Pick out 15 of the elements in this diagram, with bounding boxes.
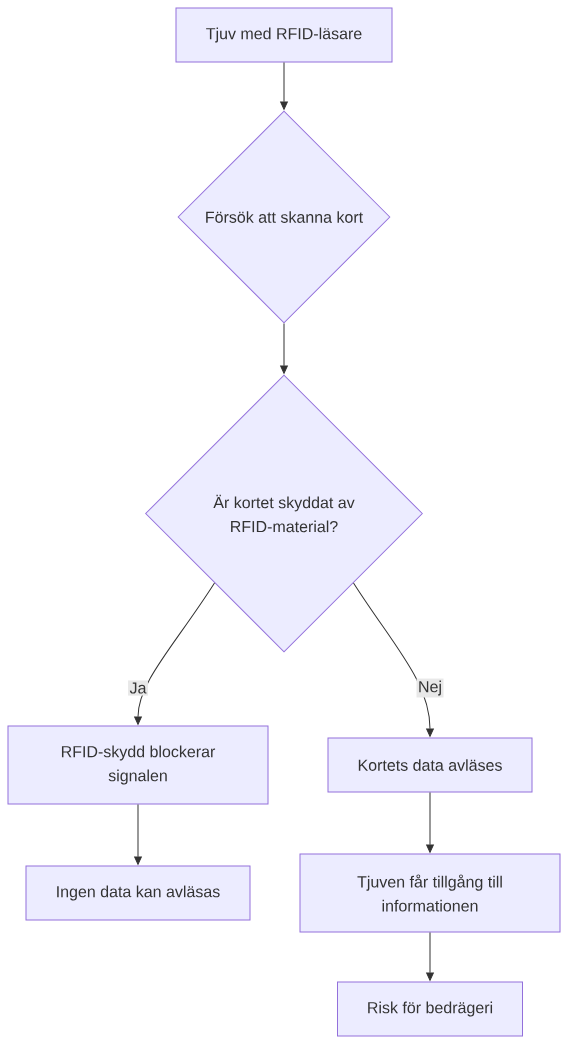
- process-box: Ingen data kan avläsas: [25, 865, 251, 921]
- arrow: [426, 792, 434, 853]
- arrow: [353, 582, 434, 737]
- process-box: Tjuv med RFID-läsare: [175, 7, 393, 63]
- arrow: [426, 932, 434, 981]
- process-box: RFID-skydd blockerar signalen: [7, 725, 269, 805]
- process-box: Kortets data avläses: [327, 737, 533, 793]
- process-box: Tjuven får tillgång till informationen: [299, 853, 561, 933]
- edge-label: Ja: [128, 680, 148, 696]
- edge-label: Nej: [416, 678, 444, 698]
- arrow: [280, 62, 288, 110]
- arrow: [134, 582, 215, 725]
- arrow: [280, 323, 288, 374]
- arrow: [134, 804, 142, 865]
- process-box: Risk för bedrägeri: [337, 981, 523, 1037]
